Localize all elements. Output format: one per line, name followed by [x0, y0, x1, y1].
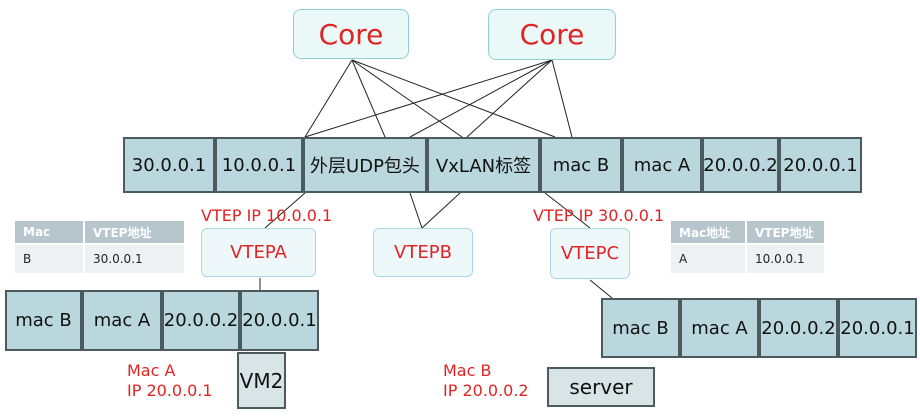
- header-outer-udp: 外层UDP包头: [303, 137, 427, 193]
- left-table-cell-mac: B: [13, 243, 85, 275]
- link-header-vtepb-left: [409, 192, 423, 229]
- vtep-node-a: VTEPA: [201, 228, 316, 277]
- right-frame-mac-b: mac B: [601, 298, 680, 358]
- link-header-vtepc: [544, 192, 591, 229]
- vm2-mac-label: Mac A: [127, 361, 176, 380]
- left-table-cell-vtep: 30.0.0.1: [83, 243, 186, 275]
- left-frame-ip-src: 20.0.0.1: [240, 290, 319, 351]
- right-frame-mac-a: mac A: [680, 298, 759, 358]
- link-core2-udp-left: [304, 59, 553, 138]
- core-node-2: Core: [488, 9, 616, 60]
- link-core1-vxlan: [351, 59, 463, 138]
- right-frame-ip-src: 20.0.0.1: [838, 298, 917, 358]
- server-ip-label: IP 20.0.0.2: [443, 381, 529, 400]
- right-table-header-mac: Mac地址: [669, 219, 747, 245]
- core-node-1: Core: [293, 9, 409, 59]
- link-core1-udp-left: [304, 59, 353, 138]
- vtep-a-mapping-table: Mac VTEP地址 B 30.0.0.1: [13, 219, 186, 275]
- right-table-cell-mac: A: [669, 243, 747, 275]
- vtepa-ip-label: VTEP IP 10.0.0.1: [201, 206, 333, 225]
- header-outer-dst-ip: 30.0.0.1: [123, 137, 215, 193]
- link-header-vtepa: [264, 192, 306, 229]
- link-header-vtepb-right: [421, 192, 461, 229]
- link-vtepc-frame: [589, 279, 613, 299]
- header-vxlan-tag: VxLAN标签: [427, 137, 540, 193]
- vtep-node-b: VTEPB: [373, 228, 473, 277]
- link-core2-macb: [551, 59, 573, 138]
- right-table-header-vtep: VTEP地址: [745, 219, 826, 245]
- table-row: B 30.0.0.1: [13, 243, 186, 275]
- header-inner-mac-b: mac B: [540, 137, 622, 193]
- left-frame-ip-dst: 20.0.0.2: [162, 290, 240, 351]
- table-row: A 10.0.0.1: [669, 243, 826, 275]
- header-inner-mac-a: mac A: [622, 137, 702, 193]
- vtep-node-c: VTEPC: [550, 228, 630, 279]
- right-table-cell-vtep: 10.0.0.1: [745, 243, 826, 275]
- link-core2-vxlan: [466, 59, 553, 138]
- left-frame-mac-b: mac B: [5, 290, 82, 351]
- vtepc-ip-label: VTEP IP 30.0.0.1: [533, 206, 665, 225]
- vm2-host: VM2: [237, 352, 286, 409]
- header-inner-ip-dst: 20.0.0.2: [702, 137, 779, 193]
- vtep-c-mapping-table: Mac地址 VTEP地址 A 10.0.0.1: [669, 219, 826, 275]
- left-table-header-vtep: VTEP地址: [83, 219, 186, 245]
- vm2-ip-label: IP 20.0.0.1: [127, 381, 213, 400]
- server-mac-label: Mac B: [443, 361, 492, 380]
- left-frame-mac-a: mac A: [82, 290, 162, 351]
- header-inner-ip-src: 20.0.0.1: [779, 137, 862, 193]
- left-table-header-mac: Mac: [13, 219, 85, 245]
- right-frame-ip-dst: 20.0.0.2: [759, 298, 838, 358]
- server-host: server: [547, 367, 655, 407]
- link-core1-macb: [351, 59, 556, 138]
- header-outer-src-ip: 10.0.0.1: [215, 137, 303, 193]
- link-core1-udp-right: [351, 59, 386, 138]
- link-core2-udp-right: [409, 59, 553, 138]
